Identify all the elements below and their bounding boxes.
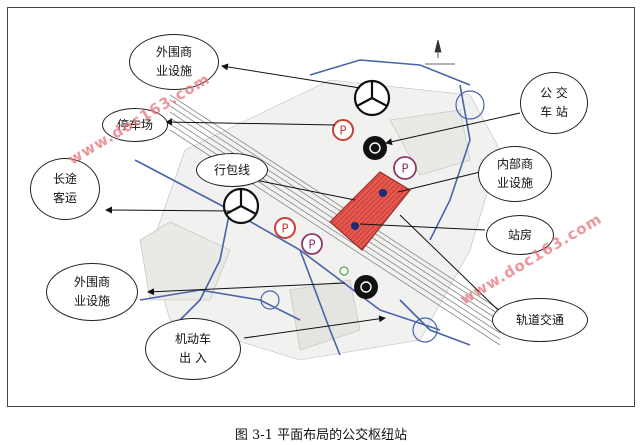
- svg-text:P: P: [401, 162, 408, 176]
- label-motor-vehicle: 机动车 出 入: [145, 318, 241, 380]
- label-station-building: 站房: [486, 215, 554, 255]
- parking-icon: P: [393, 156, 417, 180]
- label-bus-station: 公 交 车 站: [520, 72, 588, 134]
- label-outer-commercial-top: 外围商 业设施: [129, 34, 219, 90]
- road-interchanges: [260, 90, 485, 343]
- bus-stop-icon: [354, 275, 378, 299]
- label-inner-commercial: 内部商 业设施: [478, 146, 552, 202]
- label-rail-transit: 轨道交通: [492, 298, 588, 342]
- label-parcel-line: 行包线: [196, 153, 268, 187]
- svg-text:P: P: [281, 222, 288, 236]
- road-network: [134, 59, 471, 356]
- compass-icon: [425, 39, 455, 65]
- figure-caption: 图 3-1 平面布局的公交枢纽站: [234, 428, 408, 443]
- label-long-distance: 长途 客运: [30, 158, 100, 220]
- parking-icon: P: [332, 119, 354, 141]
- label-outer-commercial-bottom: 外围商 业设施: [46, 263, 138, 321]
- leader-arrows: [105, 63, 521, 339]
- svg-text:P: P: [308, 238, 315, 252]
- green-marker: [339, 266, 349, 276]
- bus-stop-icon: [363, 136, 387, 160]
- parking-icon: P: [274, 217, 296, 239]
- station-building: [329, 171, 411, 251]
- coach-station-icon: [353, 79, 391, 117]
- parking-icon: P: [301, 233, 323, 255]
- coach-station-icon: [222, 187, 260, 225]
- label-parking: 停车场: [102, 108, 168, 142]
- svg-text:P: P: [339, 124, 346, 138]
